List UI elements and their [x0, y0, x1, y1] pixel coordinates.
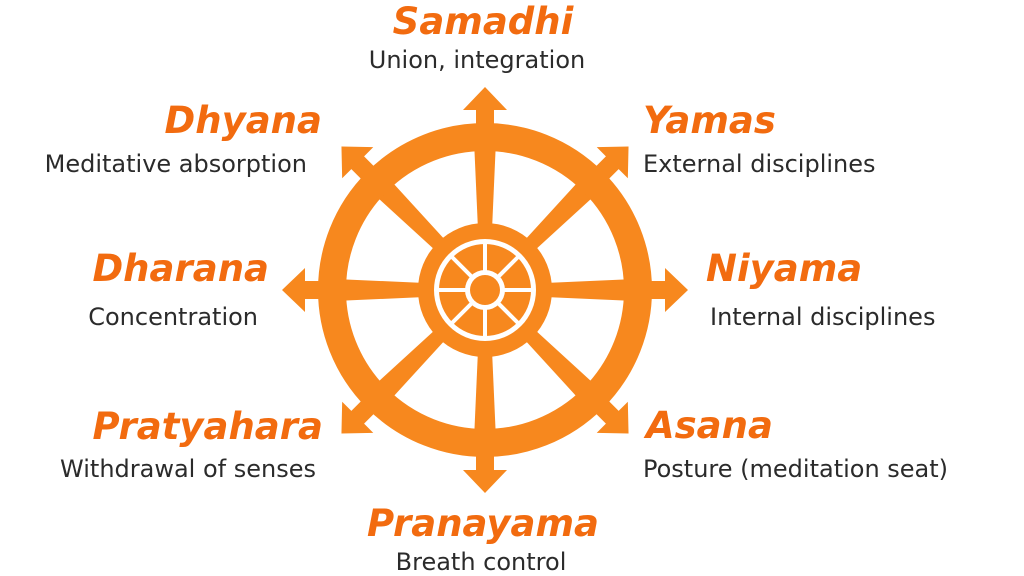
wheel-spoke: [463, 87, 507, 230]
limb-title-asana: Asana: [646, 404, 773, 447]
limb-title-dhyana: Dhyana: [164, 99, 322, 142]
wheel-spoke: [545, 268, 688, 312]
limb-title-samadhi: Samadhi: [392, 0, 574, 43]
wheel-spoke: [522, 146, 629, 253]
limb-desc-asana: Posture (meditation seat): [643, 455, 949, 483]
limb-title-yamas: Yamas: [643, 99, 776, 142]
limb-desc-dhyana: Meditative absorption: [44, 150, 307, 178]
limb-desc-samadhi: Union, integration: [368, 46, 586, 74]
limb-title-dharana: Dharana: [92, 247, 269, 290]
wheel-spoke: [282, 268, 425, 312]
limb-title-pranayama: Pranayama: [367, 502, 599, 545]
limb-title-pratyahara: Pratyahara: [92, 405, 324, 448]
limb-desc-yamas: External disciplines: [643, 150, 876, 178]
wheel-rim: [318, 123, 652, 457]
wheel-spoke: [522, 327, 629, 434]
wheel-spoke: [341, 327, 448, 434]
limb-desc-pratyahara: Withdrawal of senses: [60, 455, 316, 483]
limb-desc-niyama: Internal disciplines: [710, 303, 936, 331]
limb-desc-dharana: Concentration: [88, 303, 258, 331]
limb-desc-pranayama: Breath control: [395, 548, 567, 576]
wheel-spoke: [463, 350, 507, 493]
limb-title-niyama: Niyama: [706, 247, 863, 290]
wheel-spoke: [341, 146, 448, 253]
